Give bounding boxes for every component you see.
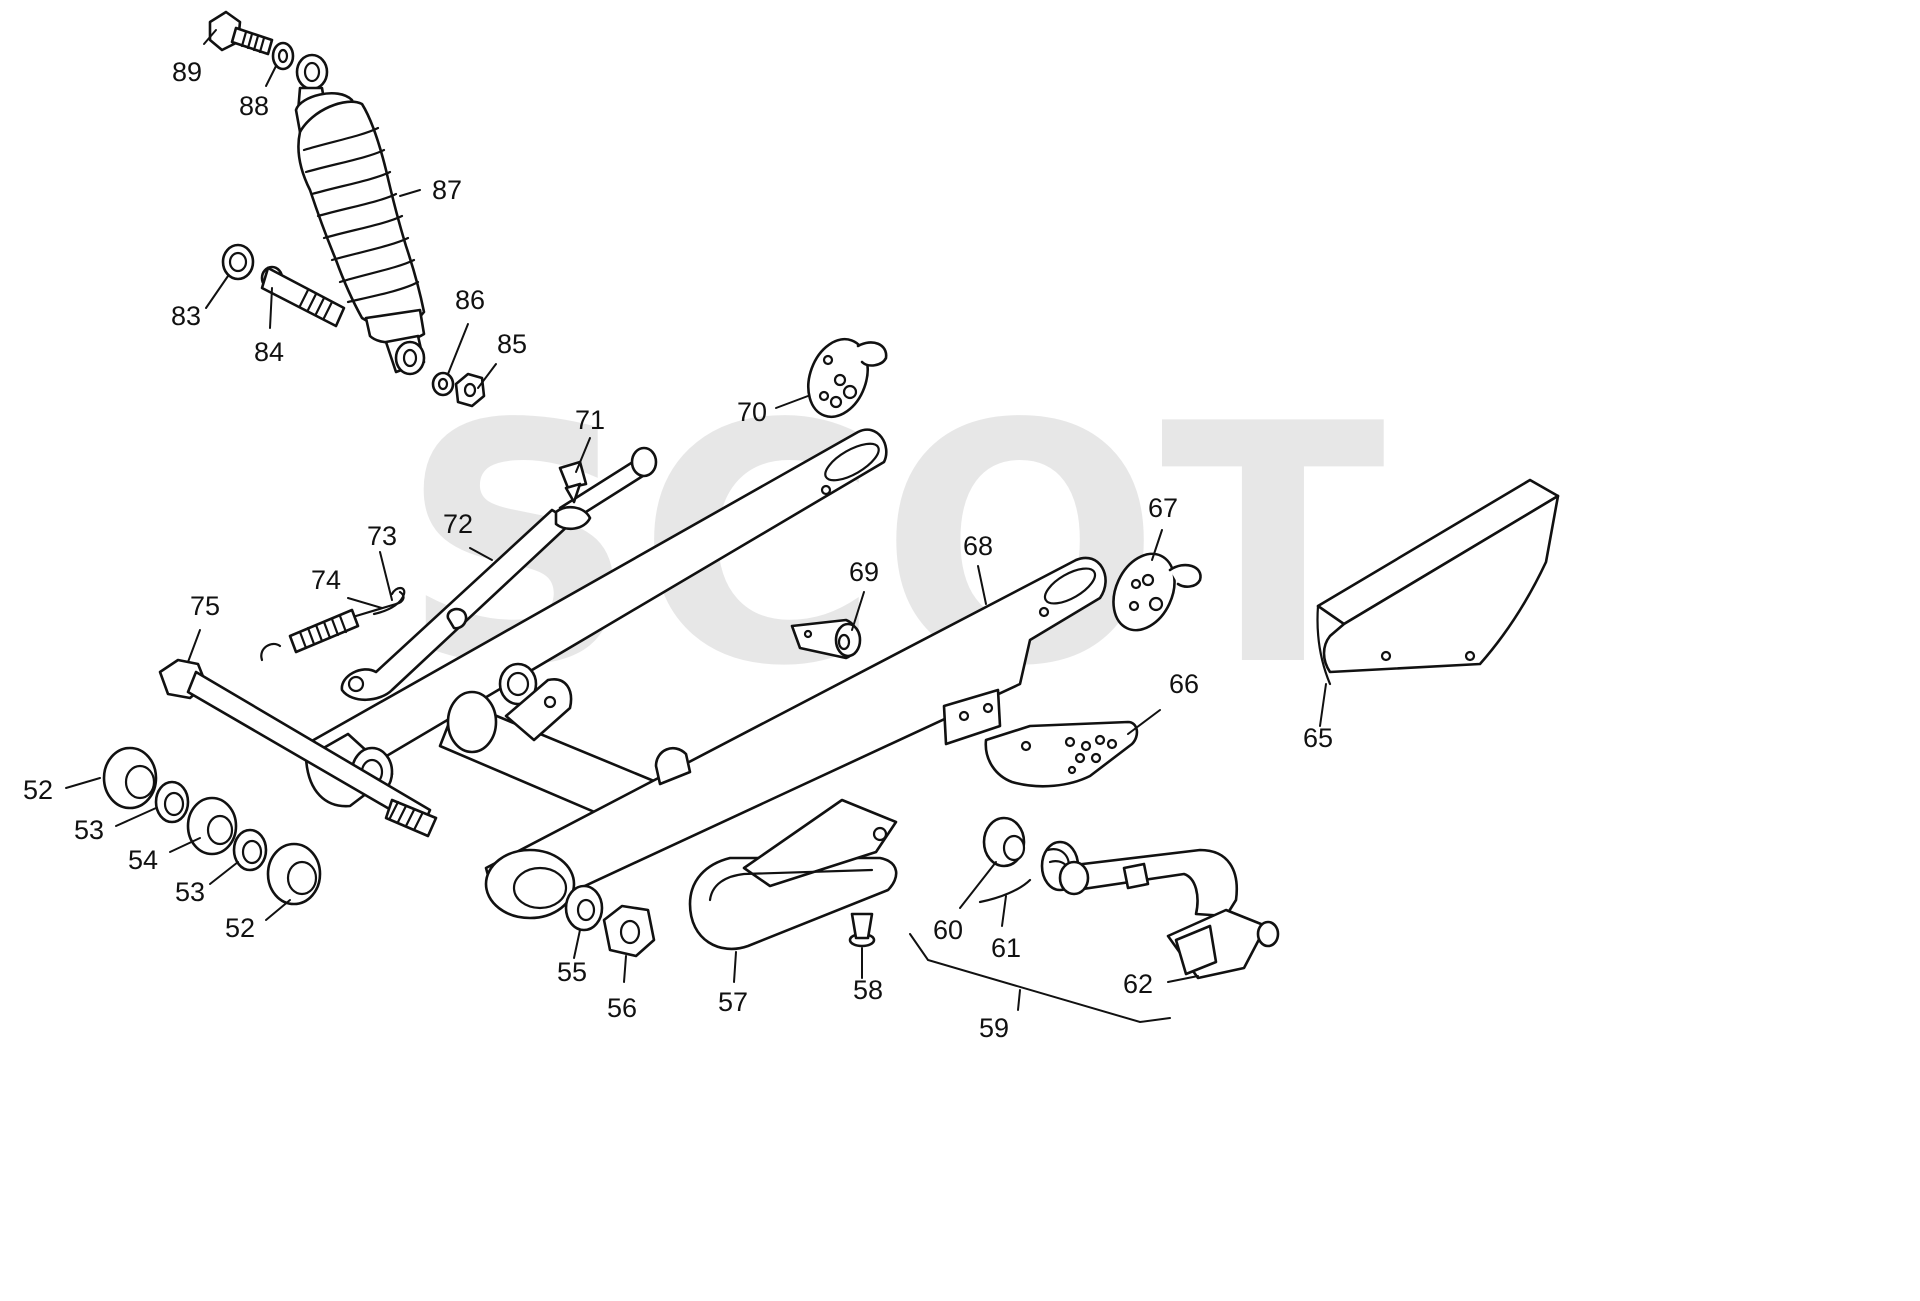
label-88: 88 xyxy=(239,91,269,121)
leader-lines xyxy=(65,29,1327,1011)
label-65: 65 xyxy=(1303,723,1333,753)
part-52-bush-left xyxy=(102,746,158,810)
label-54: 54 xyxy=(128,845,158,875)
label-61: 61 xyxy=(991,933,1021,963)
label-87: 87 xyxy=(432,175,462,205)
part-56-nut xyxy=(602,904,656,958)
part-60-bush xyxy=(982,816,1026,868)
part-58-rivet xyxy=(848,912,876,948)
label-53a: 53 xyxy=(74,815,104,845)
label-53b: 53 xyxy=(175,877,205,907)
part-88-washer xyxy=(271,41,295,71)
part-68-swingarm-arm xyxy=(484,556,1107,920)
label-52a: 52 xyxy=(23,775,53,805)
label-84: 84 xyxy=(254,337,284,367)
part-67-adjuster-plate xyxy=(1112,552,1202,632)
part-62-brake-pedal xyxy=(1058,848,1280,980)
label-72: 72 xyxy=(443,509,473,539)
part-52-bush-right xyxy=(266,842,322,906)
part-53-washer-right xyxy=(232,828,268,872)
label-74: 74 xyxy=(311,565,341,595)
part-85-nut xyxy=(454,372,486,408)
label-70: 70 xyxy=(737,397,767,427)
label-60: 60 xyxy=(933,915,963,945)
label-52b: 52 xyxy=(225,913,255,943)
part-71-pin xyxy=(554,446,658,531)
part-83-bush xyxy=(221,243,255,281)
label-56: 56 xyxy=(607,993,637,1023)
label-75: 75 xyxy=(190,591,220,621)
label-71: 71 xyxy=(575,405,605,435)
part-74-spring xyxy=(260,590,405,662)
part-84-bolt xyxy=(260,265,346,328)
part-87-shock-absorber xyxy=(294,53,426,376)
label-89: 89 xyxy=(172,57,202,87)
part-55-washer xyxy=(564,884,604,932)
part-73-hook xyxy=(372,586,406,616)
callout-labels: 89 88 87 83 84 86 85 70 71 72 73 74 75 5… xyxy=(23,57,1333,1043)
part-69-cable-clip xyxy=(790,618,862,660)
exploded-parts-diagram: SCOT xyxy=(23,10,1560,1043)
label-68: 68 xyxy=(963,531,993,561)
part-75-pivot-spindle xyxy=(158,658,438,838)
label-73: 73 xyxy=(367,521,397,551)
part-72-swingarm-arm xyxy=(308,428,888,777)
label-83: 83 xyxy=(171,301,201,331)
label-66: 66 xyxy=(1169,669,1199,699)
label-86: 86 xyxy=(455,285,485,315)
label-59: 59 xyxy=(979,1013,1009,1043)
label-55: 55 xyxy=(557,957,587,987)
part-59-assembly-bracket xyxy=(909,933,1171,1024)
part-86-washer xyxy=(431,371,455,397)
label-58: 58 xyxy=(853,975,883,1005)
part-66-heel-plate xyxy=(984,720,1139,788)
part-65-chain-guard xyxy=(1316,478,1560,686)
label-62: 62 xyxy=(1123,969,1153,999)
label-57: 57 xyxy=(718,987,748,1017)
label-69: 69 xyxy=(849,557,879,587)
label-67: 67 xyxy=(1148,493,1178,523)
part-57-chain-slider xyxy=(688,798,898,951)
label-85: 85 xyxy=(497,329,527,359)
part-70-adjuster-plate xyxy=(807,337,888,419)
part-54-spacer xyxy=(186,796,238,856)
part-89-bolt xyxy=(208,10,274,56)
part-53-washer-left xyxy=(154,780,190,824)
